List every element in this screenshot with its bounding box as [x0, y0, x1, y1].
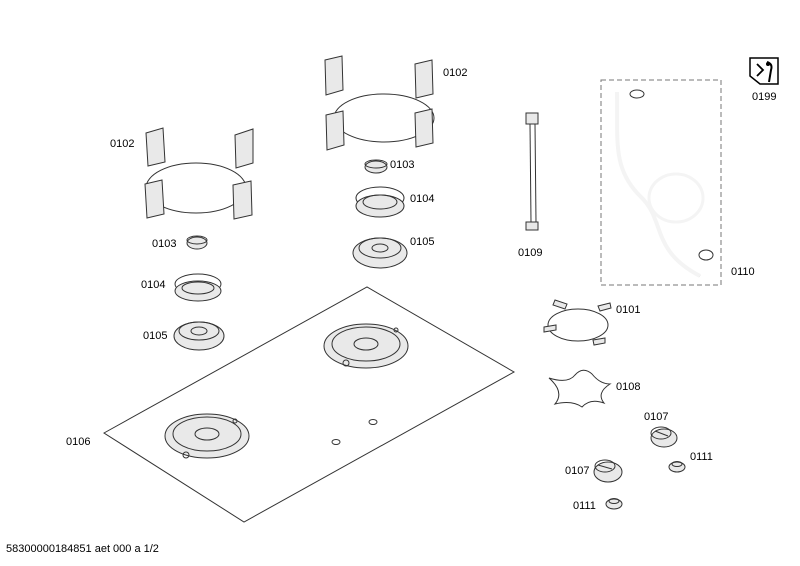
label-0107-top: 0107: [644, 411, 668, 423]
control-knob-bottom: [593, 459, 623, 483]
label-0105-right: 0105: [410, 236, 434, 248]
flame-spreader-left: [174, 273, 222, 302]
label-0111-right: 0111: [690, 451, 713, 463]
label-0110: 0110: [731, 266, 755, 278]
label-0108: 0108: [616, 381, 640, 393]
knob-seal-bottom: [605, 498, 623, 510]
label-0102-right: 0102: [443, 67, 467, 79]
hose-assembly: [600, 79, 722, 286]
document-footer: 58300000184851 aet 000 a 1/2: [6, 543, 159, 555]
pan-support-right: [324, 55, 435, 151]
label-0102-left: 0102: [110, 138, 134, 150]
burner-cap-right: [364, 159, 388, 174]
label-0104-left: 0104: [141, 279, 165, 291]
pan-support-left: [144, 127, 254, 220]
label-0104-right: 0104: [410, 193, 434, 205]
burner-base-right: [352, 237, 408, 269]
hob-plate: [103, 286, 516, 523]
label-0101: 0101: [616, 304, 640, 316]
gas-pipe: [525, 112, 539, 231]
label-0103-right: 0103: [390, 159, 414, 171]
label-0106: 0106: [66, 436, 90, 448]
label-0199: 0199: [752, 91, 776, 103]
control-knob-top: [650, 426, 678, 448]
simmer-plate: [548, 369, 612, 408]
label-0109: 0109: [518, 247, 542, 259]
label-0103-left: 0103: [152, 238, 176, 250]
knob-seal-right: [668, 461, 686, 473]
label-0111-bottom: 0111: [573, 500, 596, 512]
burner-cap-left: [186, 235, 208, 250]
flame-spreader-right: [355, 186, 405, 218]
wok-ring: [543, 299, 612, 346]
label-0105-left: 0105: [143, 330, 167, 342]
wrench-document-icon: [749, 57, 779, 85]
label-0107-bottom: 0107: [565, 465, 589, 477]
burner-base-left: [173, 321, 225, 351]
